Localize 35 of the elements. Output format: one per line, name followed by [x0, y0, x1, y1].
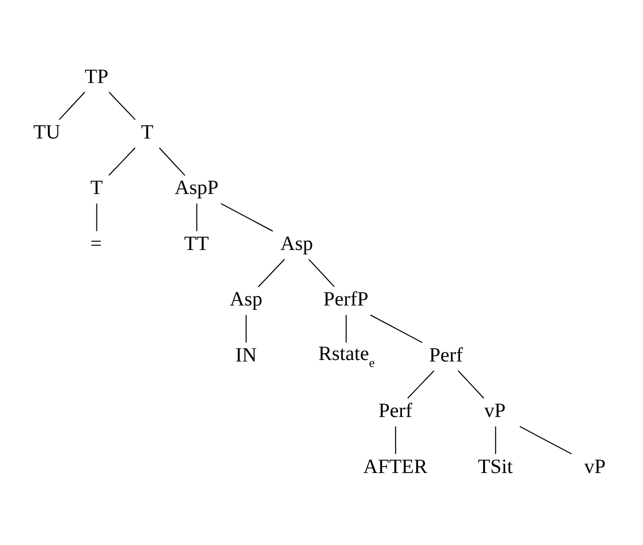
connector: [520, 425, 572, 454]
node-text: Asp: [280, 232, 313, 254]
node-text: TT: [184, 232, 209, 254]
node-text: Rstate$_{e}$: [318, 342, 375, 370]
node-text: TU: [33, 121, 60, 144]
connector: [108, 91, 136, 120]
connector: [158, 147, 186, 176]
connector: [108, 147, 136, 176]
node-text: AspP: [174, 176, 219, 199]
connector: [58, 91, 86, 120]
connector: [407, 370, 434, 398]
node-text: Perf: [378, 400, 412, 422]
node-text: =: [90, 232, 102, 254]
connector: [458, 370, 484, 398]
node-text: AFTER: [363, 455, 428, 478]
node-text: vP: [484, 400, 506, 422]
node-text: IN: [235, 344, 257, 366]
connector: [196, 203, 198, 231]
connector: [96, 203, 98, 231]
connector: [495, 426, 496, 454]
connector: [246, 314, 247, 342]
node-text: T: [90, 176, 103, 199]
node-text: T: [141, 121, 154, 144]
connector: [395, 426, 396, 454]
node-text: Asp: [230, 288, 262, 310]
node-text: vP: [584, 455, 606, 478]
connector: [308, 258, 335, 287]
connector: [258, 258, 285, 287]
connector: [370, 314, 422, 342]
connector: [346, 314, 347, 342]
node-text: TP: [84, 65, 108, 88]
connector: [220, 202, 274, 232]
node-text: PerfP: [323, 288, 368, 310]
node-text: Perf: [429, 344, 463, 366]
node-text: TSit: [478, 455, 513, 478]
